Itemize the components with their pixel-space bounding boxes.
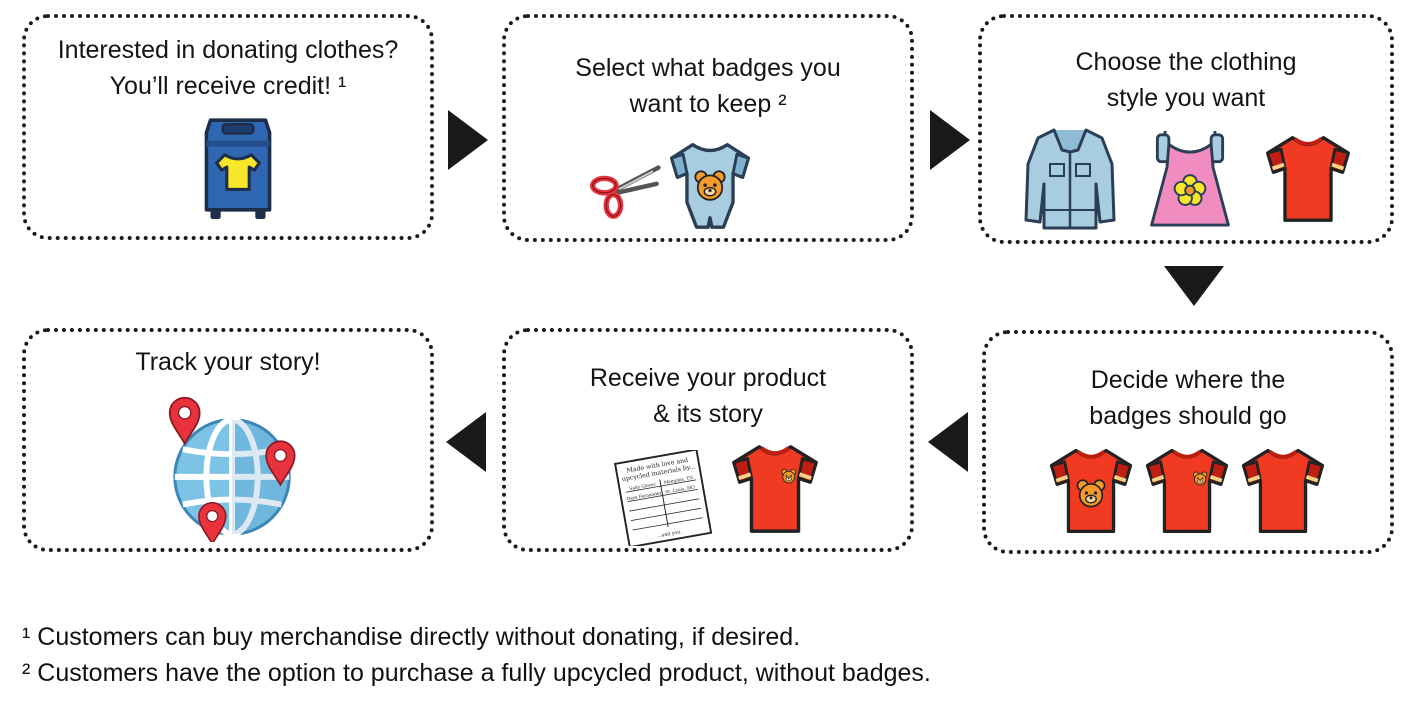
tshirt-chest-badge-icon bbox=[1145, 448, 1229, 534]
footnote-2: ² Customers have the option to purchase … bbox=[22, 659, 931, 687]
arrow-left-2 bbox=[446, 412, 486, 472]
paper-cell-1-1: Sally Glover bbox=[629, 482, 657, 492]
step-4-line-2: badges should go bbox=[1089, 402, 1287, 430]
scissors-icon bbox=[590, 165, 661, 219]
footnote-1: ¹ Customers can buy merchandise directly… bbox=[22, 623, 801, 651]
step-4-caption: Decide where the badges should go bbox=[986, 362, 1390, 434]
step-1-line-2: You’ll receive credit! ¹ bbox=[109, 72, 347, 100]
pink-dress-icon bbox=[1150, 130, 1230, 227]
tshirt-product-icon bbox=[731, 444, 819, 534]
donation-bin-icon bbox=[204, 118, 272, 219]
step-3-caption: Choose the clothing style you want bbox=[982, 44, 1390, 116]
arrow-left-1 bbox=[928, 412, 968, 472]
step-2-line-1: Select what badges you bbox=[575, 54, 841, 82]
arrow-right-1 bbox=[448, 110, 488, 170]
paper-cell-2-2: St. Louis, MO bbox=[665, 485, 696, 495]
red-tshirt-icon bbox=[1265, 135, 1351, 223]
step-5-line-2: & its story bbox=[653, 400, 763, 428]
step-5-line-1: Receive your product bbox=[589, 364, 827, 392]
step-5-caption: Receive your product & its story bbox=[506, 360, 910, 432]
step-1-caption: Interested in donating clothes? You’ll r… bbox=[26, 32, 430, 104]
story-paper-icon: Made with love and upcycled materials by… bbox=[614, 450, 713, 546]
step-1-card: Interested in donating clothes? You’ll r… bbox=[22, 14, 434, 240]
arrow-right-2 bbox=[930, 110, 970, 170]
denim-jacket-icon bbox=[1024, 128, 1116, 230]
step-6-caption: Track your story! bbox=[26, 344, 430, 380]
arrow-down bbox=[1164, 266, 1224, 306]
step-2-line-2: want to keep ² bbox=[629, 90, 787, 118]
step-3-line-2: style you want bbox=[1106, 84, 1266, 112]
step-4-card: Decide where the badges should go bbox=[982, 330, 1394, 554]
step-4-line-1: Decide where the bbox=[1090, 366, 1286, 394]
tshirt-no-badge-icon bbox=[1241, 448, 1325, 534]
globe-pins-icon bbox=[168, 396, 296, 542]
step-3-card: Choose the clothing style you want bbox=[978, 14, 1394, 244]
tshirt-large-badge-icon bbox=[1049, 448, 1133, 534]
step-3-line-1: Choose the clothing bbox=[1075, 48, 1297, 76]
step-2-card: Select what badges you want to keep ² bbox=[502, 14, 914, 242]
step-1-line-1: Interested in donating clothes? bbox=[57, 36, 399, 64]
step-2-caption: Select what badges you want to keep ² bbox=[506, 50, 910, 122]
paper-cell-1-2: Memphis, TN bbox=[664, 476, 694, 486]
paper-cell-2-1: Dave Fernandez bbox=[626, 491, 662, 502]
baby-onesie-icon bbox=[669, 143, 751, 229]
step-6-card: Track your story! bbox=[22, 328, 434, 552]
step-6-line-1: Track your story! bbox=[135, 348, 321, 376]
step-5-card: Receive your product & its story Made wi… bbox=[502, 328, 914, 552]
paper-footer: ...and you. bbox=[656, 529, 682, 539]
